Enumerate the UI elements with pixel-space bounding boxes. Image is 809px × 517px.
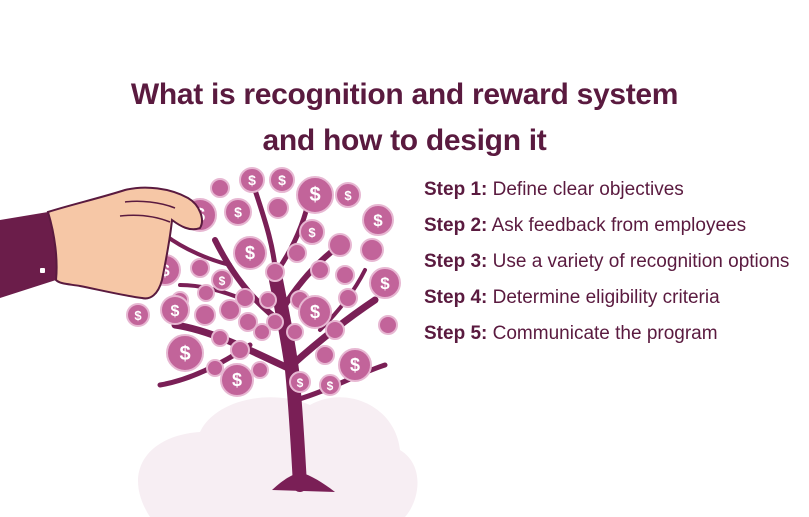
step-4-text: Determine eligibility criteria bbox=[492, 287, 720, 308]
svg-text:$: $ bbox=[232, 370, 242, 390]
svg-text:$: $ bbox=[160, 261, 170, 280]
svg-text:$: $ bbox=[344, 188, 352, 203]
step-5-text: Communicate the program bbox=[492, 323, 718, 344]
page-title: What is recognition and reward system an… bbox=[0, 72, 809, 164]
svg-text:$: $ bbox=[219, 274, 226, 288]
svg-text:$: $ bbox=[278, 172, 286, 188]
step-1-text: Define clear objectives bbox=[492, 179, 684, 200]
step-4-label: Step 4: bbox=[424, 287, 488, 308]
cuff-button bbox=[40, 268, 45, 273]
svg-text:$: $ bbox=[380, 274, 390, 293]
step-2-text: Ask feedback from employees bbox=[491, 215, 747, 236]
step-3: Step 3: Use a variety of recognition opt… bbox=[424, 244, 794, 280]
coin-group bbox=[126, 167, 401, 397]
title-line-2: and how to design it bbox=[262, 124, 547, 158]
hand-icon bbox=[46, 186, 203, 300]
svg-text:$: $ bbox=[234, 204, 242, 220]
svg-text:$: $ bbox=[171, 303, 180, 320]
title-line-1: What is recognition and reward system bbox=[130, 78, 679, 112]
svg-text:$: $ bbox=[309, 184, 320, 206]
step-4: Step 4: Determine eligibility criteria bbox=[424, 280, 794, 316]
finger-lines bbox=[119, 200, 176, 223]
steps-list: Step 1: Define clear objectives Step 2: … bbox=[424, 172, 794, 352]
svg-text:$: $ bbox=[308, 225, 316, 240]
money-tree-icon: $$ $$ $$ $$ $$ $$ $$ $$ $$ $$ bbox=[0, 167, 418, 517]
svg-text:$: $ bbox=[373, 211, 383, 230]
step-3-text: Use a variety of recognition options bbox=[492, 251, 790, 272]
step-2: Step 2: Ask feedback from employees bbox=[424, 208, 794, 244]
step-1-label: Step 1: bbox=[424, 179, 488, 200]
svg-text:$: $ bbox=[245, 243, 255, 263]
svg-text:$: $ bbox=[297, 376, 304, 390]
svg-text:$: $ bbox=[134, 308, 142, 323]
step-3-label: Step 3: bbox=[424, 251, 488, 272]
background-cloud bbox=[138, 397, 418, 517]
svg-text:$: $ bbox=[310, 302, 320, 322]
svg-text:$: $ bbox=[350, 355, 360, 375]
svg-text:$: $ bbox=[248, 172, 256, 188]
svg-text:$: $ bbox=[179, 343, 190, 365]
step-5: Step 5: Communicate the program bbox=[424, 316, 794, 352]
step-5-label: Step 5: bbox=[424, 323, 488, 344]
sleeve bbox=[0, 212, 57, 298]
tree-roots bbox=[272, 472, 335, 492]
svg-text:$: $ bbox=[327, 379, 334, 393]
step-2-label: Step 2: bbox=[424, 215, 488, 236]
step-1: Step 1: Define clear objectives bbox=[424, 172, 794, 208]
